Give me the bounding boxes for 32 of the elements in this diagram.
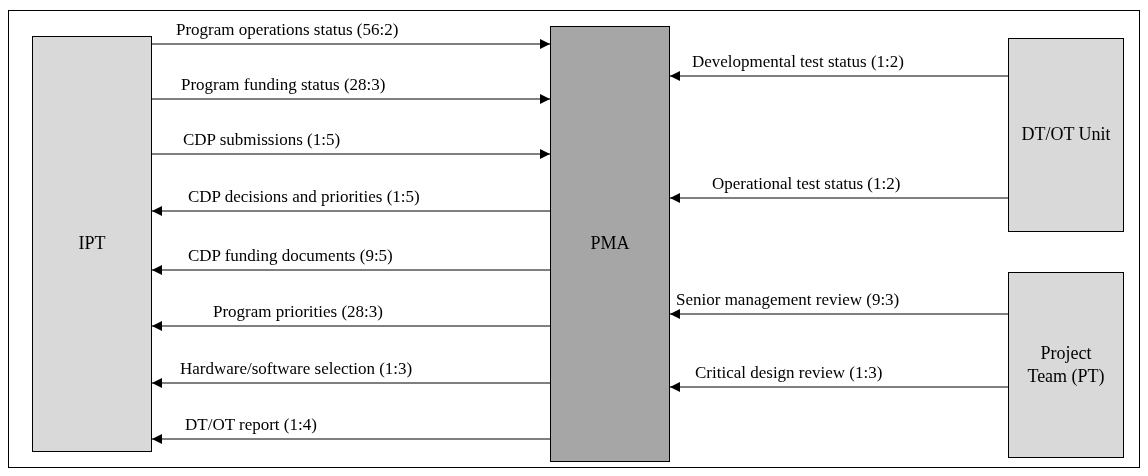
node-label: IPT [77,232,107,256]
arrow [151,321,551,331]
arrow [151,206,551,216]
arrow [669,382,1009,392]
node-label: PMA [589,232,631,256]
edge-label: Operational test status (1:2) [712,175,901,192]
arrow [151,39,551,49]
arrow [669,71,1009,81]
edge-label: Senior management review (9:3) [676,291,900,308]
arrow [669,193,1009,203]
edge-label: CDP funding documents (9:5) [188,247,393,264]
arrow [669,309,1009,319]
node-label: Project Team (PT) [1026,341,1106,388]
edge-label: Program operations status (56:2) [176,21,399,38]
arrow [151,149,551,159]
edge-label: Program funding status (28:3) [181,76,386,93]
edge-label: CDP decisions and priorities (1:5) [188,188,420,205]
arrow [151,94,551,104]
entity-box [1008,272,1124,458]
arrow [151,378,551,388]
node-label: DT/OT Unit [1020,123,1112,147]
edge-label: Critical design review (1:3) [695,364,883,381]
edge-label: Developmental test status (1:2) [692,53,904,70]
arrow [151,434,551,444]
edge-label: CDP submissions (1:5) [183,131,341,148]
arrow [151,265,551,275]
entity-box [1008,38,1124,232]
entity-box [32,36,152,452]
edge-label: Hardware/software selection (1:3) [180,360,413,377]
edge-label: DT/OT report (1:4) [185,416,317,433]
entity-box [550,26,670,462]
edge-label: Program priorities (28:3) [213,303,383,320]
